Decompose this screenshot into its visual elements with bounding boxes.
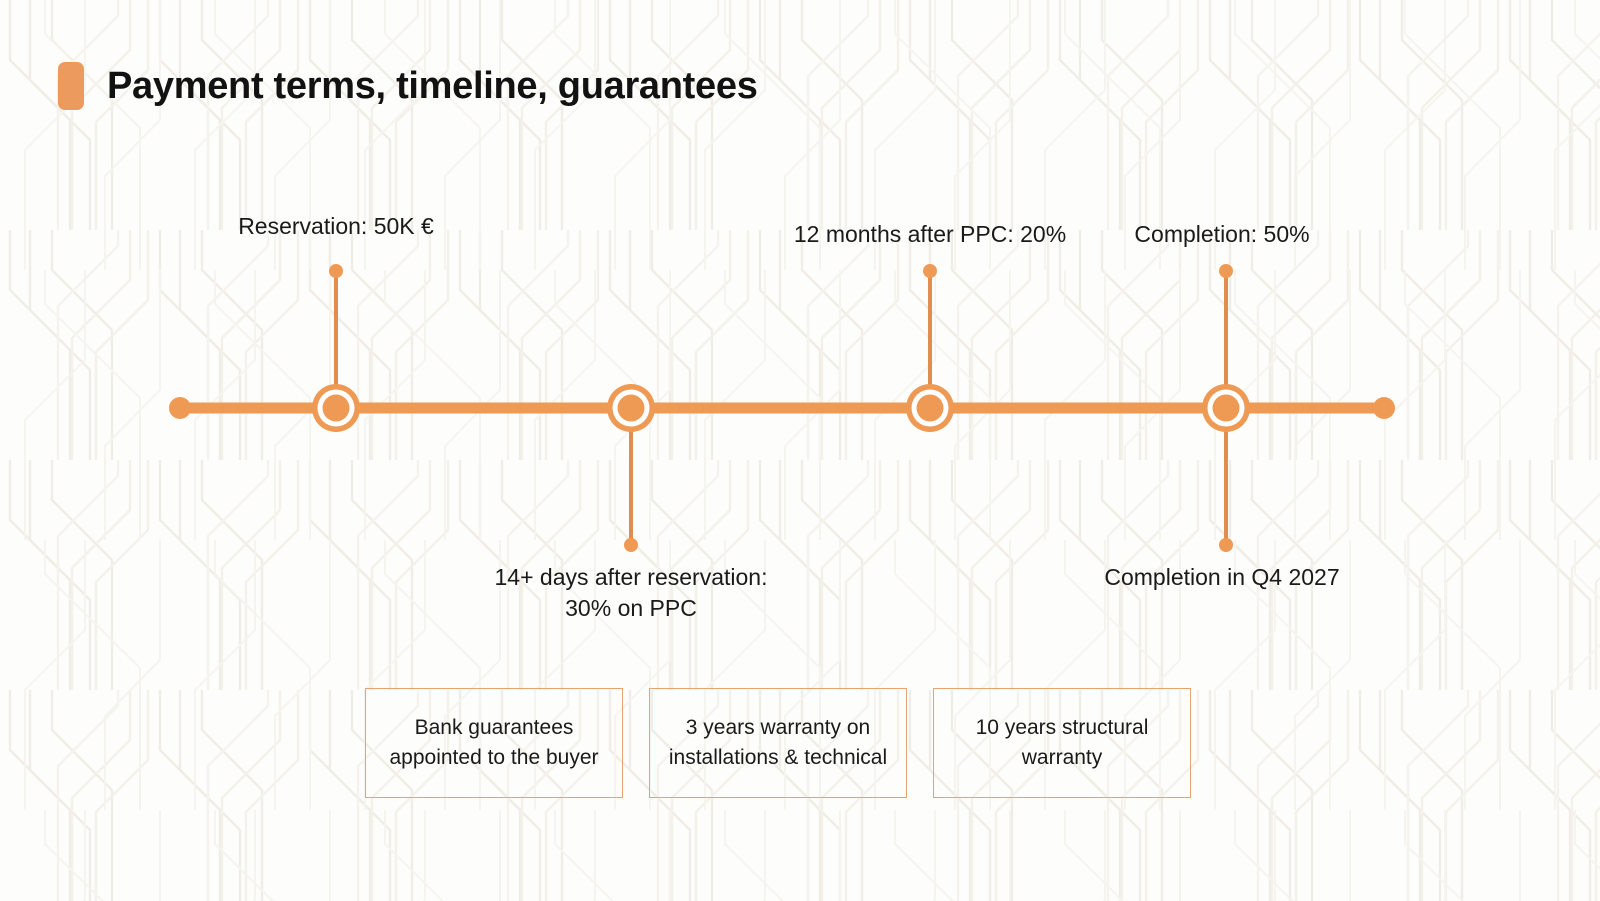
- stem-dot-completion-date: [1219, 538, 1233, 552]
- milestone-label-completion-payment: Completion: 50%: [1134, 221, 1310, 247]
- guarantee-box-structural-warranty: 10 years structural warranty: [933, 688, 1191, 798]
- guarantee-text-structural-warranty: 10 years structural warranty: [975, 716, 1149, 769]
- milestone-label-ppc-payment: 14+ days after reservation: 30% on PPC: [421, 562, 841, 623]
- milestone-label-twelve-months: 12 months after PPC: 20%: [793, 221, 1067, 247]
- guarantee-box-bank-guarantees: Bank guarantees appointed to the buyer: [365, 688, 623, 798]
- stem-dot-twelve-months: [923, 264, 937, 278]
- guarantee-text-bank-guarantees: Bank guarantees appointed to the buyer: [389, 716, 599, 769]
- timeline-start-dot: [169, 397, 191, 419]
- milestone-label-completion-date: Completion in Q4 2027: [1104, 564, 1340, 590]
- guarantee-box-installations-warranty: 3 years warranty on installations & tech…: [649, 688, 907, 798]
- guarantees-row: Bank guarantees appointed to the buyer 3…: [365, 688, 1191, 798]
- milestone-label-ppc-payment-line2: 30% on PPC: [565, 594, 697, 621]
- milestone-node-completion: [1202, 384, 1250, 432]
- milestone-node-twelve-months: [906, 384, 954, 432]
- stem-dot-ppc-payment: [624, 538, 638, 552]
- stem-dot-reservation: [329, 264, 343, 278]
- timeline-end-dot: [1373, 397, 1395, 419]
- milestone-node-reservation: [312, 384, 360, 432]
- stem-dot-completion-payment: [1219, 264, 1233, 278]
- milestone-label-reservation: Reservation: 50K €: [238, 213, 434, 239]
- milestone-node-ppc-payment: [607, 384, 655, 432]
- page-header: Payment terms, timeline, guarantees: [58, 62, 758, 110]
- guarantee-text-installations-warranty: 3 years warranty on installations & tech…: [668, 716, 888, 769]
- page-title: Payment terms, timeline, guarantees: [107, 64, 758, 107]
- title-accent-bar: [58, 62, 84, 110]
- milestone-label-ppc-payment-line1: 14+ days after reservation:: [494, 564, 768, 590]
